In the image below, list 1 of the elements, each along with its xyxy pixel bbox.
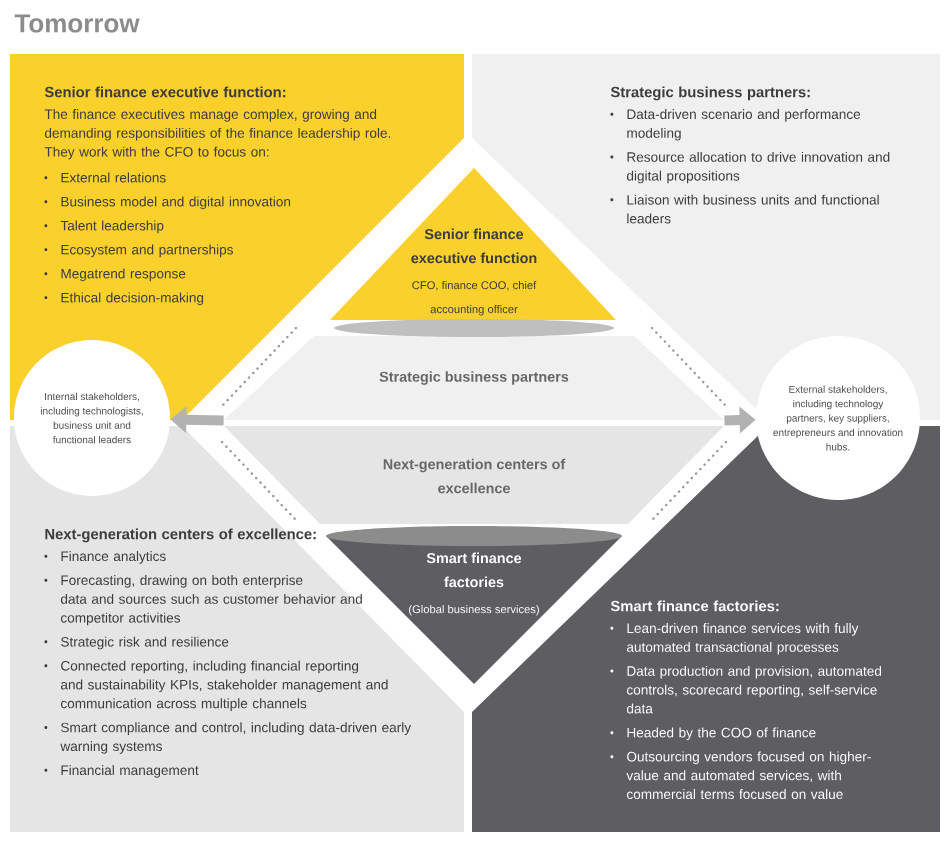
title: Tomorrow [14, 14, 140, 33]
